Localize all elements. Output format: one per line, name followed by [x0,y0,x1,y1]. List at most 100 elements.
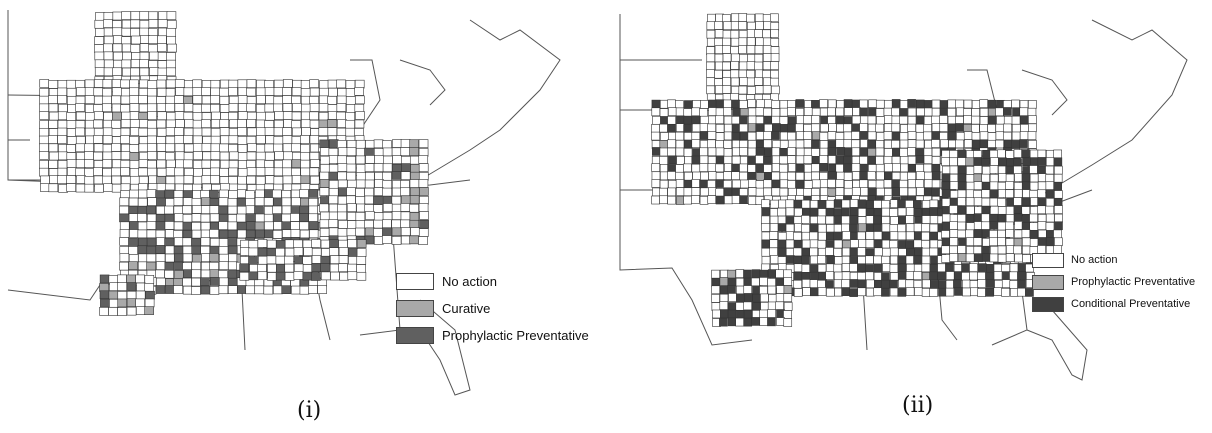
county-cell [873,200,882,209]
county-cell [121,143,131,153]
county-cell [819,99,828,108]
county-cell [1046,189,1055,198]
county-cell [931,156,941,165]
county-cell [338,247,349,256]
county-cell [939,132,948,141]
county-cell [283,151,293,161]
county-cell [93,111,104,120]
county-cell [308,205,319,215]
county-cell [931,179,941,189]
county-cell [276,264,286,273]
county-cell [282,175,293,185]
county-cell [748,196,757,205]
county-cell [273,143,283,153]
county-cell [328,227,339,237]
county-cell [293,271,304,280]
county-cell [957,149,966,159]
county-cell [138,205,148,215]
county-cell [691,195,700,204]
county-cell [785,207,795,217]
county-cell [121,27,132,37]
county-cell [659,187,668,197]
county-cell [732,179,741,189]
county-cell [841,215,850,225]
county-cell [889,240,898,249]
county-cell [770,22,780,31]
county-cell [973,173,983,183]
county-cell [706,46,715,55]
county-cell [715,163,724,173]
county-cell [860,187,869,196]
county-cell [827,116,836,125]
county-cell [219,277,229,287]
county-cell [843,155,852,165]
county-cell [1045,198,1055,207]
county-cell [228,95,239,105]
county-cell [201,127,212,137]
county-cell [727,309,737,319]
county-cell [827,99,837,109]
county-cell [273,136,284,145]
map-panel-ii: No action Prophylactic Preventative Cond… [612,0,1212,433]
map-panel-i: No action Curative Prophylactic Preventa… [7,10,589,423]
county-cell [126,290,137,300]
county-cell [137,261,148,271]
county-cell [1029,189,1038,199]
county-cell [708,187,717,196]
county-cell [779,100,789,109]
county-cell [899,156,909,165]
county-cell [337,203,347,213]
county-cell [981,197,991,207]
county-cells-ii [651,13,1063,327]
county-cell [192,87,203,96]
county-cell [1019,100,1029,109]
county-cell [365,211,375,220]
county-cell [245,285,256,295]
county-cell [126,298,137,307]
county-cell [691,139,701,148]
county-cell [117,282,128,291]
county-cell [255,151,266,161]
county-cell [165,245,175,255]
county-cell [140,35,150,44]
county-cell [907,179,917,188]
county-cell [997,245,1007,255]
county-cell [365,227,375,237]
county-cell [75,95,86,105]
county-cell [49,151,59,161]
county-cell [355,188,365,197]
county-cell [300,175,311,185]
county-cell [336,111,346,121]
county-cell [320,271,331,281]
county-cell [735,302,745,311]
county-cell [254,285,265,295]
county-cell [95,12,105,21]
county-cell [337,228,348,237]
county-cell [915,139,925,149]
county-cell [995,123,1005,133]
county-cell [731,99,740,109]
county-cell [827,147,837,156]
county-cell [1037,221,1047,230]
county-cell [731,85,740,95]
county-cell [147,111,157,120]
county-cell [825,247,834,256]
county-cell [859,107,868,117]
county-cell [391,211,402,220]
county-cell [364,187,374,197]
county-cell [711,294,720,303]
county-cell [843,187,853,197]
county-cell [833,239,843,249]
county-cell [868,99,877,109]
county-cell [1011,140,1020,149]
county-cell [84,79,95,89]
county-cell [723,115,733,125]
county-cell [166,112,176,121]
county-cell [256,104,266,113]
county-cell [683,139,693,149]
county-cell [182,214,193,223]
county-cell [939,139,949,149]
county-cell [883,107,893,117]
county-cell [981,189,991,199]
county-cell [897,231,907,241]
